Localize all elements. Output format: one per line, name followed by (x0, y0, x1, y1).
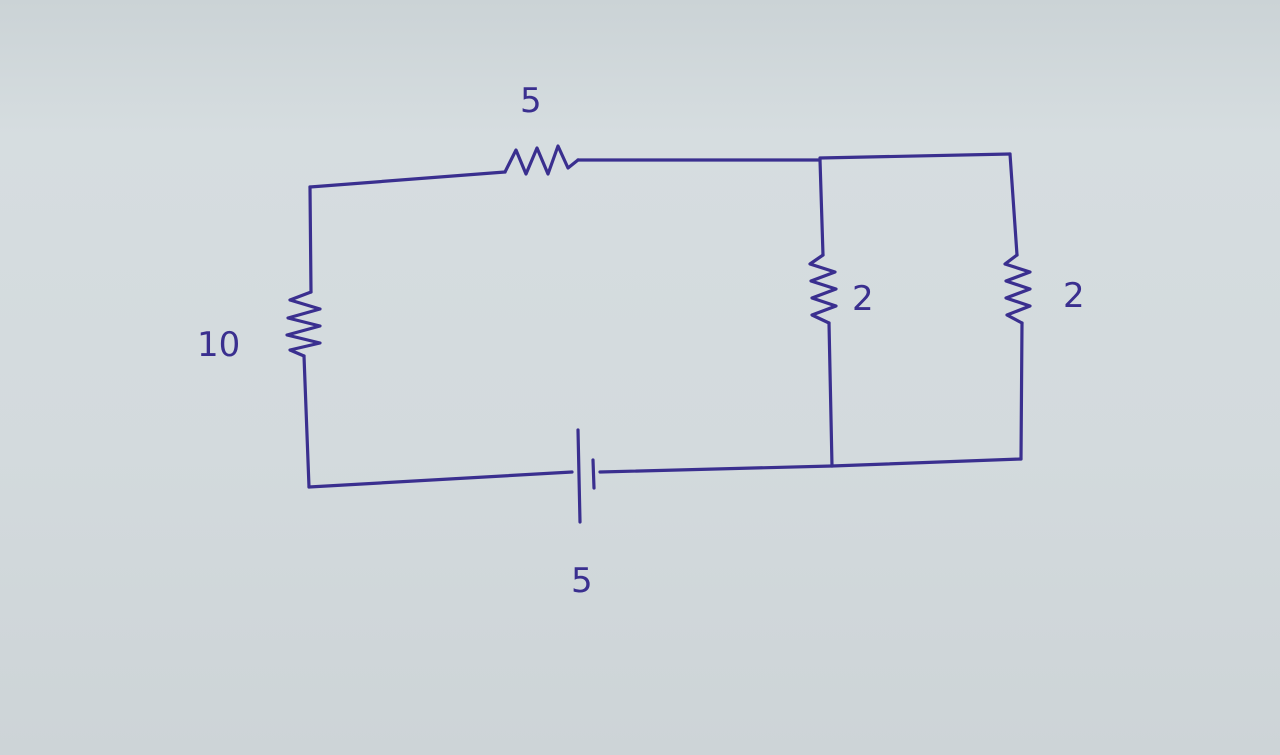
wire-bottom-right (830, 457, 1023, 468)
resistor-middle-label: 2 (852, 279, 874, 319)
battery-short-plate (591, 458, 596, 490)
resistor-top-label: 5 (520, 81, 542, 121)
resistor-left (285, 290, 322, 358)
wire-mid-upper (818, 158, 825, 257)
resistor-top (503, 144, 580, 176)
wire-left-lower (302, 354, 311, 489)
battery-long-plate (576, 428, 582, 524)
battery-label: 5 (571, 561, 593, 601)
wire-top-right (818, 152, 1012, 160)
wire-right-upper (1008, 152, 1019, 257)
wire-left-upper (308, 185, 313, 294)
wire-mid-lower (827, 321, 834, 468)
wire-right-lower (1019, 321, 1024, 461)
wire-bottom-left (307, 470, 574, 489)
resistor-middle (808, 253, 838, 325)
wire-bottom-mid (598, 464, 834, 474)
wire-top-left (308, 170, 507, 189)
resistor-right (1003, 253, 1032, 325)
resistor-left-label: 10 (197, 325, 240, 365)
resistor-right-label: 2 (1063, 276, 1085, 316)
